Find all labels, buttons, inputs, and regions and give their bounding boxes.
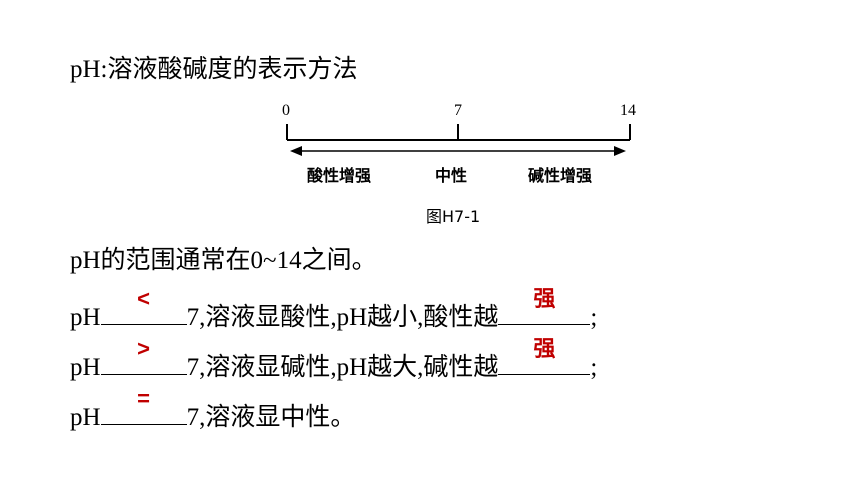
answer-text: > xyxy=(137,336,150,361)
answer-blank[interactable]: = xyxy=(100,386,187,425)
row-text: 7,溶液显酸性,pH越小,酸性越 xyxy=(186,304,499,331)
answer-text: = xyxy=(137,386,150,411)
row-text: 7,溶液显碱性,pH越大,碱性越 xyxy=(186,354,499,381)
tick-label-14: 14 xyxy=(620,102,636,119)
tick-label-0: 0 xyxy=(282,102,290,119)
answer-blank[interactable]: 强 xyxy=(498,286,591,325)
row-text: 7,溶液显中性。 xyxy=(186,404,356,431)
tick-label-7: 7 xyxy=(454,102,462,119)
answer-blank[interactable]: < xyxy=(100,286,187,325)
figure-caption: 图H7-1 xyxy=(426,207,481,226)
arrow-left-head xyxy=(290,146,302,156)
row-prefix: pH xyxy=(70,404,101,431)
row-acid: pH <7,溶液显酸性,pH越小,酸性越 强; xyxy=(70,286,598,333)
answer-text: < xyxy=(137,286,150,311)
row-prefix: pH xyxy=(70,304,101,331)
row-base: pH >7,溶液显碱性,pH越大,碱性越 强; xyxy=(70,336,598,383)
ph-scale-figure: 0 7 14 酸性增强 中性 碱性增强 图H7-1 xyxy=(270,100,650,230)
zone-acid: 酸性增强 xyxy=(307,166,372,185)
range-text: pH的范围通常在0~14之间。 xyxy=(70,247,377,274)
answer-blank[interactable]: 强 xyxy=(498,336,591,375)
row-end: ; xyxy=(590,304,598,331)
row-end: ; xyxy=(590,354,598,381)
row-neutral: pH = 7,溶液显中性。 xyxy=(70,386,356,433)
answer-blank[interactable]: > xyxy=(100,336,187,375)
zone-base: 碱性增强 xyxy=(528,166,593,185)
ph-scale-diagram xyxy=(286,124,631,156)
arrow-right-head xyxy=(614,146,626,156)
row-prefix: pH xyxy=(70,354,101,381)
answer-text: 强 xyxy=(533,286,556,311)
zone-neutral: 中性 xyxy=(435,166,468,185)
answer-text: 强 xyxy=(533,336,556,361)
heading: pH:溶液酸碱度的表示方法 xyxy=(70,56,358,83)
